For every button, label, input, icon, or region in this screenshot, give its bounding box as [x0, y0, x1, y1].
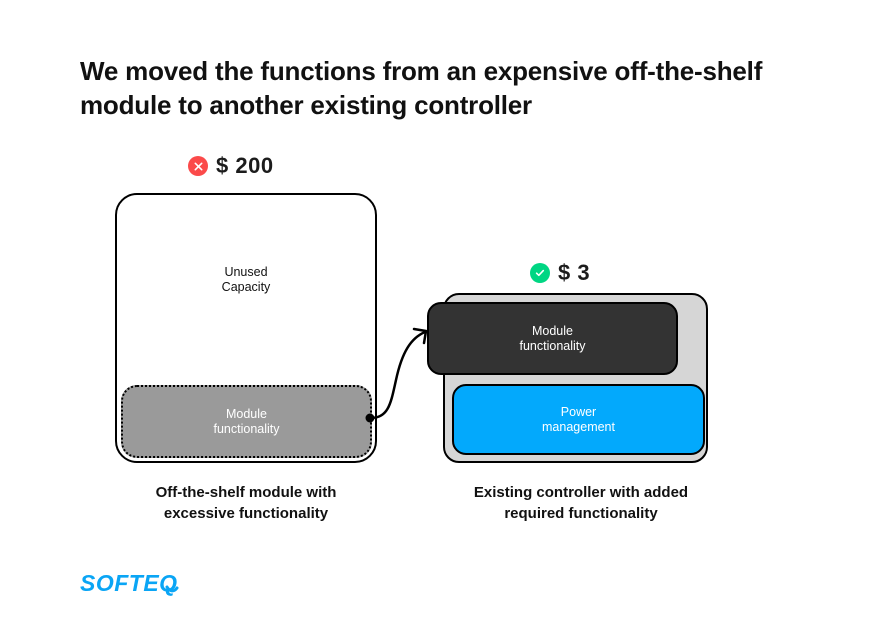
- circle-check-icon: [530, 263, 550, 283]
- power-management-block: Power management: [452, 384, 705, 455]
- power-management-line1: Power: [560, 404, 597, 419]
- caption-right-line1: Existing controller with added: [473, 484, 689, 501]
- right-module-functionality-label: Module functionality: [519, 324, 585, 354]
- power-management-line2: management: [542, 419, 615, 434]
- left-module-line1: Module: [225, 406, 267, 421]
- price-badge-expensive: $ 200: [188, 153, 274, 179]
- price-value-expensive: $ 200: [216, 153, 274, 178]
- caption-left-line1: Off-the-shelf module with: [155, 484, 337, 501]
- unused-capacity-line2: Capacity: [221, 280, 271, 294]
- left-module-line2: functionality: [213, 421, 280, 436]
- softeq-logo-tail-icon: [165, 585, 179, 592]
- caption-right-line2: required functionality: [504, 505, 658, 522]
- left-module-functionality-label: Module functionality: [213, 407, 279, 437]
- right-module-functionality-block: Module functionality: [427, 302, 678, 375]
- right-module-line2: functionality: [519, 338, 586, 353]
- softeq-logo: SOFTEQ: [80, 570, 179, 597]
- page-title: We moved the functions from an expensive…: [80, 56, 763, 120]
- price-value-cheap: $ 3: [558, 260, 591, 285]
- softeq-logo-text: SOFTEQ: [80, 570, 178, 596]
- left-module-functionality-block: Module functionality: [121, 385, 372, 458]
- circle-x-icon: [188, 156, 208, 176]
- unused-capacity-line1: Unused: [224, 265, 268, 279]
- caption-off-the-shelf: Off-the-shelf module with excessive func…: [106, 482, 386, 524]
- caption-existing-controller: Existing controller with added required …: [440, 482, 722, 524]
- right-module-line1: Module: [531, 323, 573, 338]
- power-management-label: Power management: [542, 405, 615, 435]
- caption-left-line2: excessive functionality: [163, 505, 329, 522]
- unused-capacity-label: Unused Capacity: [117, 265, 375, 295]
- price-badge-cheap: $ 3: [530, 260, 590, 286]
